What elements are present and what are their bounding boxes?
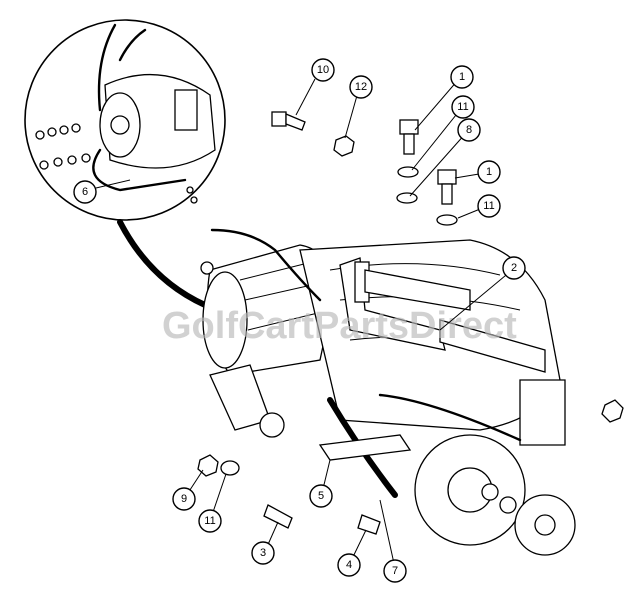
hardware	[197, 111, 624, 535]
callout-10: 10	[311, 58, 335, 82]
callout-9: 9	[172, 487, 196, 511]
callout-3: 3	[251, 541, 275, 565]
callout-11-upper: 11	[451, 95, 475, 119]
watermark: GolfCartPartsDirect	[162, 305, 517, 347]
callout-8: 8	[457, 118, 481, 142]
svg-text:7: 7	[392, 565, 398, 577]
svg-text:8: 8	[466, 124, 472, 136]
callout-7: 7	[383, 559, 407, 583]
callout-4: 4	[337, 553, 361, 577]
callout-1-top: 1	[450, 65, 474, 89]
callout-1-middle: 1	[477, 160, 501, 184]
svg-text:1: 1	[486, 166, 492, 178]
detail-inset	[24, 19, 226, 221]
callout-11-right: 11	[477, 194, 501, 218]
callout-11-lower: 11	[198, 509, 222, 533]
callout-5: 5	[309, 484, 333, 508]
svg-text:11: 11	[204, 515, 215, 527]
svg-text:12: 12	[355, 81, 367, 93]
callout-12: 12	[349, 75, 373, 99]
leader-lines	[95, 78, 512, 569]
svg-text:4: 4	[346, 559, 352, 571]
detail-pointer	[117, 219, 208, 308]
svg-text:11: 11	[483, 200, 494, 212]
svg-text:10: 10	[317, 64, 329, 76]
callout-6: 6	[73, 180, 97, 204]
svg-text:5: 5	[318, 490, 324, 502]
svg-text:3: 3	[260, 547, 266, 559]
svg-text:9: 9	[181, 493, 187, 505]
svg-text:6: 6	[82, 186, 88, 198]
svg-text:2: 2	[511, 262, 517, 274]
svg-text:11: 11	[457, 101, 468, 113]
svg-text:1: 1	[459, 71, 465, 83]
callout-2: 2	[502, 256, 526, 280]
generator-assembly	[200, 228, 576, 556]
